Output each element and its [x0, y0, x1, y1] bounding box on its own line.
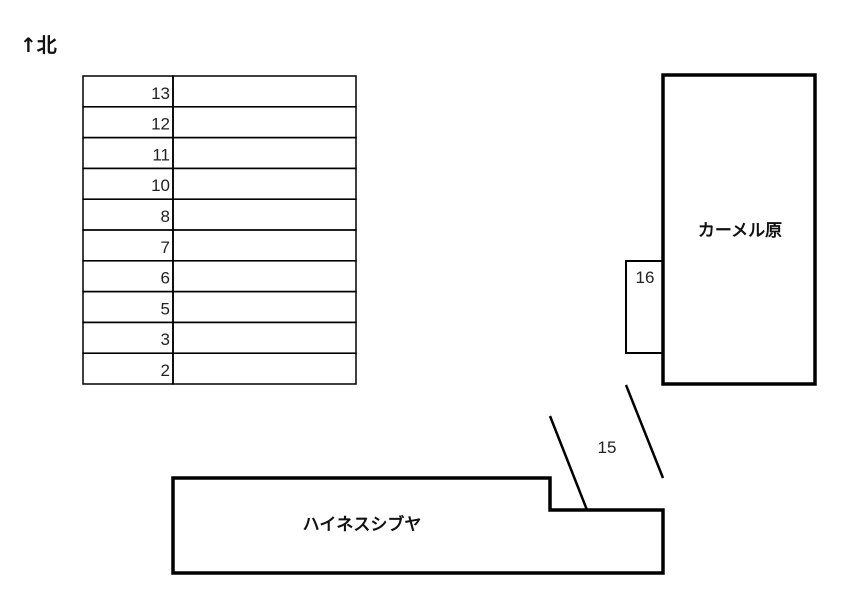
- parking-table: 13 12 11 10 8 7 6 5 3 2: [82, 75, 357, 385]
- parking-row-number: 13: [151, 84, 170, 103]
- parking-row: 6: [82, 260, 357, 293]
- parking-row-number: 12: [151, 115, 170, 134]
- parking-space-cell: [172, 352, 357, 385]
- space-15-label: 15: [598, 438, 617, 457]
- space-15-right-line: [624, 384, 665, 479]
- space-15-left-line: [548, 415, 589, 511]
- parking-row-number: 3: [161, 330, 170, 349]
- parking-space-cell: [172, 260, 357, 293]
- parking-number-cell: [82, 260, 174, 293]
- building-south-label: ハイネスシブヤ: [303, 514, 422, 535]
- parking-row: 8: [82, 198, 357, 231]
- parking-row: 3: [82, 321, 357, 354]
- building-east-outline: [661, 73, 817, 386]
- parking-row-number: 2: [161, 361, 170, 380]
- parking-row-number: 10: [151, 176, 170, 195]
- parking-space-cell: [172, 290, 357, 324]
- parking-row: 5: [82, 290, 357, 324]
- parking-row-number: 7: [161, 238, 170, 257]
- parking-row: 11: [82, 136, 357, 170]
- parking-row-number: 5: [161, 299, 170, 318]
- parking-row-number: 8: [161, 207, 170, 226]
- north-indicator: ↑北: [20, 33, 57, 57]
- parking-row-number: 11: [152, 145, 170, 164]
- parking-space-cell: [172, 321, 357, 354]
- parking-number-cell: [82, 198, 174, 231]
- parking-space-cell: [172, 75, 357, 108]
- parking-space-cell: [172, 198, 357, 231]
- parking-space-cell: [172, 136, 357, 170]
- parking-row: 2: [82, 352, 357, 385]
- building-south-outline: [171, 476, 665, 575]
- space-16-label: 16: [636, 268, 655, 287]
- parking-number-cell: [82, 321, 174, 354]
- parking-space-cell: [172, 106, 357, 139]
- parking-number-cell: [82, 290, 174, 324]
- parking-space-cell: [172, 229, 357, 262]
- parking-number-cell: [82, 229, 174, 262]
- building-east-label: カーメル原: [698, 221, 782, 241]
- parking-row-number: 6: [161, 269, 170, 288]
- parking-row: 10: [82, 167, 357, 200]
- parking-space-cell: [172, 167, 357, 200]
- parking-row: 7: [82, 229, 357, 262]
- space-16-outline: [625, 260, 663, 354]
- parking-number-cell: [82, 352, 174, 385]
- parking-row: 13: [82, 75, 357, 108]
- parking-row: 12: [82, 106, 357, 139]
